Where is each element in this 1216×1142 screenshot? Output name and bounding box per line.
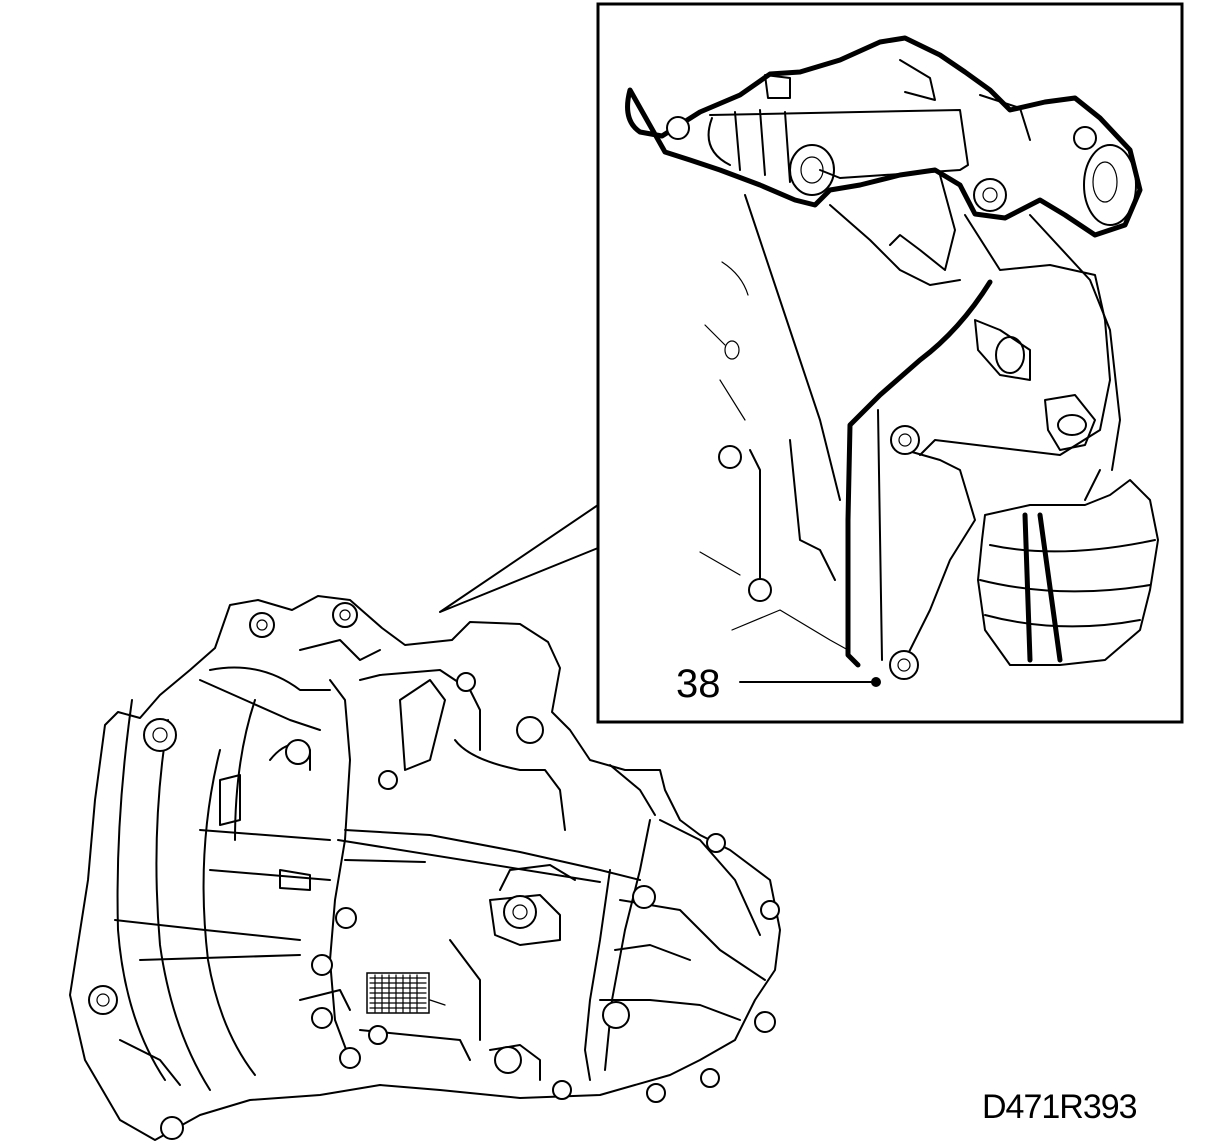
inset-frame bbox=[596, 2, 1184, 724]
rubber-boot bbox=[977, 469, 1159, 666]
callout-label: 38 bbox=[676, 662, 721, 706]
callout-38: 38 bbox=[676, 662, 881, 706]
shift-linkage bbox=[625, 35, 1143, 238]
inset-pointer bbox=[439, 504, 599, 613]
ribbed-area bbox=[366, 972, 430, 1014]
gearbox-bolts bbox=[88, 602, 780, 1140]
detail-inset: 38 bbox=[596, 2, 1184, 724]
figure-id: D471R393 bbox=[982, 1088, 1138, 1126]
mounting-bracket bbox=[845, 174, 1121, 680]
gearbox-assembly bbox=[69, 595, 781, 1141]
housing-detail bbox=[699, 194, 961, 651]
